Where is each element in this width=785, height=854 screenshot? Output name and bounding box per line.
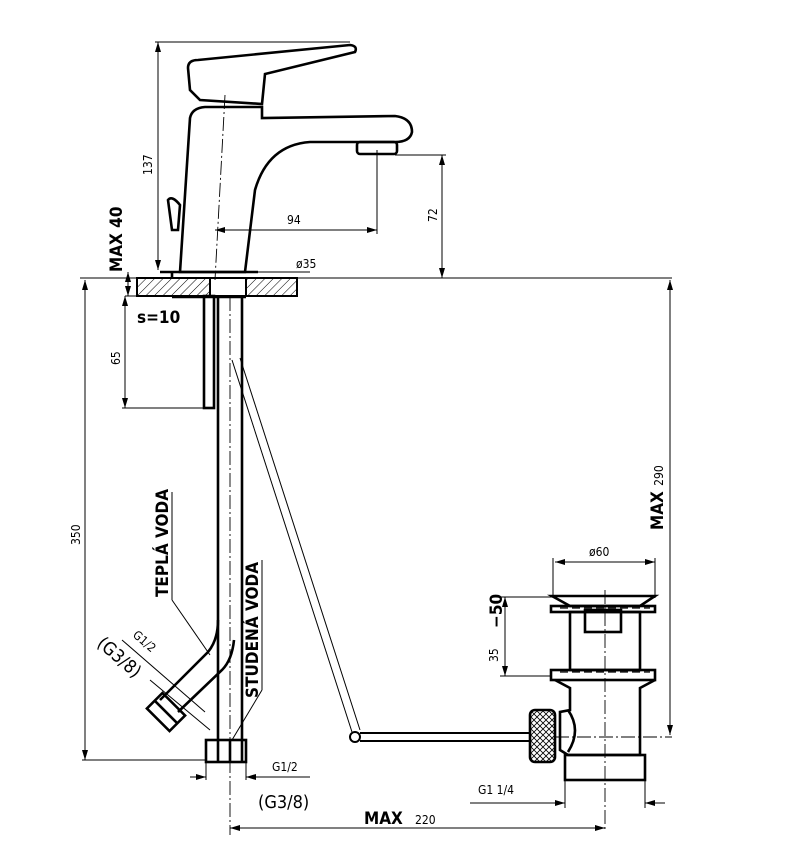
fixing-stem <box>202 294 216 410</box>
hot-water-hose <box>145 619 236 733</box>
label-cold-water: STUDENÁ VODA <box>241 562 263 698</box>
dim-diameter-35: ø35 <box>296 257 316 271</box>
label-hot-water: TEPLÁ VODA <box>151 489 173 597</box>
label-cold-thread-alt: (G3/8) <box>258 792 309 813</box>
dim-137: 137 <box>141 154 155 175</box>
pop-up-knob <box>166 197 182 232</box>
dim-max-220-label: MAX <box>364 809 403 829</box>
dim-50: −50 <box>487 594 507 628</box>
dim-g1-1-4: G1 1/4 <box>478 783 514 797</box>
label-cold-thread: G1/2 <box>272 760 298 774</box>
dim-diameter-60: ø60 <box>589 545 609 559</box>
pop-up-drain <box>528 590 672 830</box>
dim-s-10: s=10 <box>137 308 180 328</box>
faucet-body <box>160 105 414 278</box>
cold-water-hose <box>204 297 248 835</box>
dim-290-value: 290 <box>652 465 666 486</box>
dim-max-290: MAX 290 <box>648 465 668 530</box>
dim-350: 350 <box>69 524 83 545</box>
dim-72: 72 <box>426 208 440 222</box>
dimension-lines <box>82 41 673 831</box>
lever-handle <box>186 43 358 106</box>
dim-35: 35 <box>487 648 501 662</box>
dim-94: 94 <box>287 213 301 227</box>
dim-220: 220 <box>415 813 436 827</box>
drain-rod <box>231 357 530 743</box>
dim-max-40: MAX 40 <box>107 207 127 272</box>
dim-65: 65 <box>109 351 123 365</box>
